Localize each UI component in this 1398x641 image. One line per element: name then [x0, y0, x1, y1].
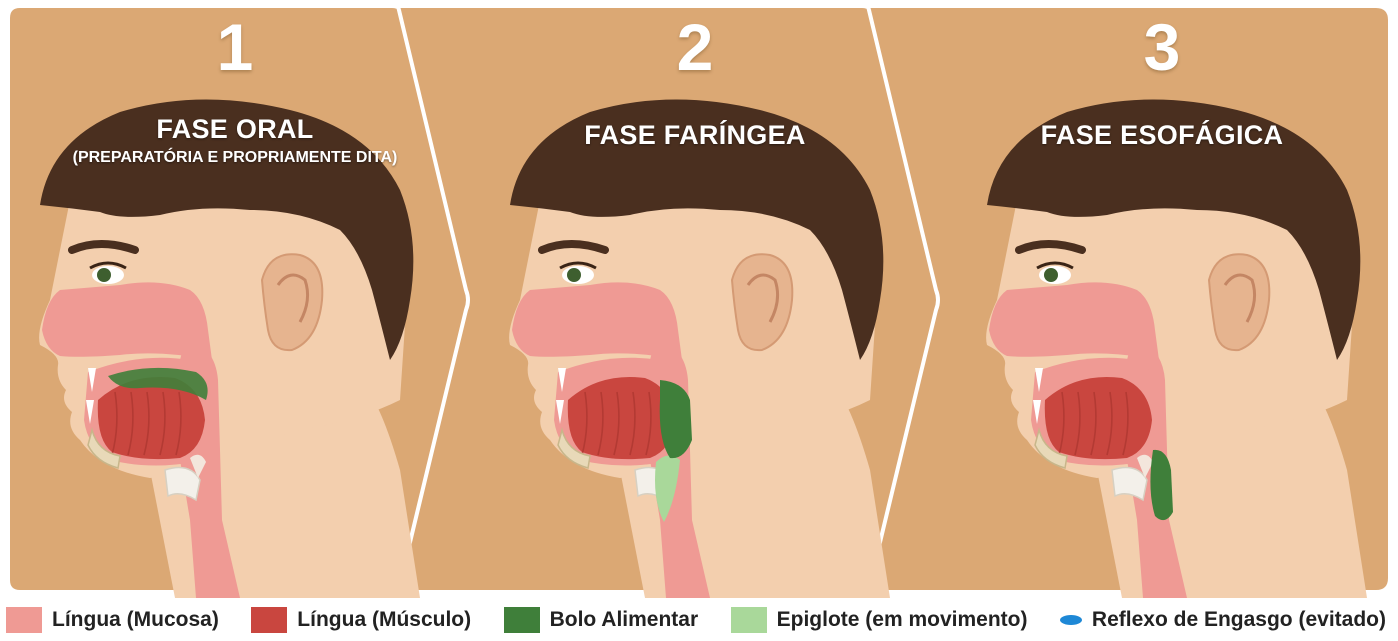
legend-swatch-tongue-mucosa [6, 607, 42, 633]
legend-item-gag-reflex: Reflexo de Engasgo (evitado) [1060, 608, 1386, 632]
legend: Língua (Mucosa) Língua (Músculo) Bolo Al… [0, 598, 1398, 641]
panel-3-eye-iris [1044, 268, 1058, 282]
legend-item-tongue-mucosa: Língua (Mucosa) [6, 607, 219, 633]
legend-label-tongue-mucosa: Língua (Mucosa) [52, 608, 219, 632]
legend-swatch-bolus [504, 607, 540, 633]
legend-label-tongue-muscle: Língua (Músculo) [297, 608, 471, 632]
legend-item-bolus: Bolo Alimentar [504, 607, 699, 633]
legend-swatch-epiglottis [731, 607, 767, 633]
legend-swatch-tongue-muscle [251, 607, 287, 633]
legend-dot-gag-reflex [1060, 615, 1082, 625]
panel-2-eye-iris [567, 268, 581, 282]
legend-item-tongue-muscle: Língua (Músculo) [251, 607, 471, 633]
swallowing-phases-diagram [0, 0, 1398, 598]
legend-label-epiglottis: Epiglote (em movimento) [777, 608, 1028, 632]
legend-item-epiglottis: Epiglote (em movimento) [731, 607, 1028, 633]
legend-label-gag-reflex: Reflexo de Engasgo (evitado) [1092, 608, 1386, 632]
panel-1-eye-iris [97, 268, 111, 282]
legend-label-bolus: Bolo Alimentar [550, 608, 699, 632]
diagram-stage: 1 FASE ORAL (PREPARATÓRIA E PROPRIAMENTE… [0, 0, 1398, 598]
